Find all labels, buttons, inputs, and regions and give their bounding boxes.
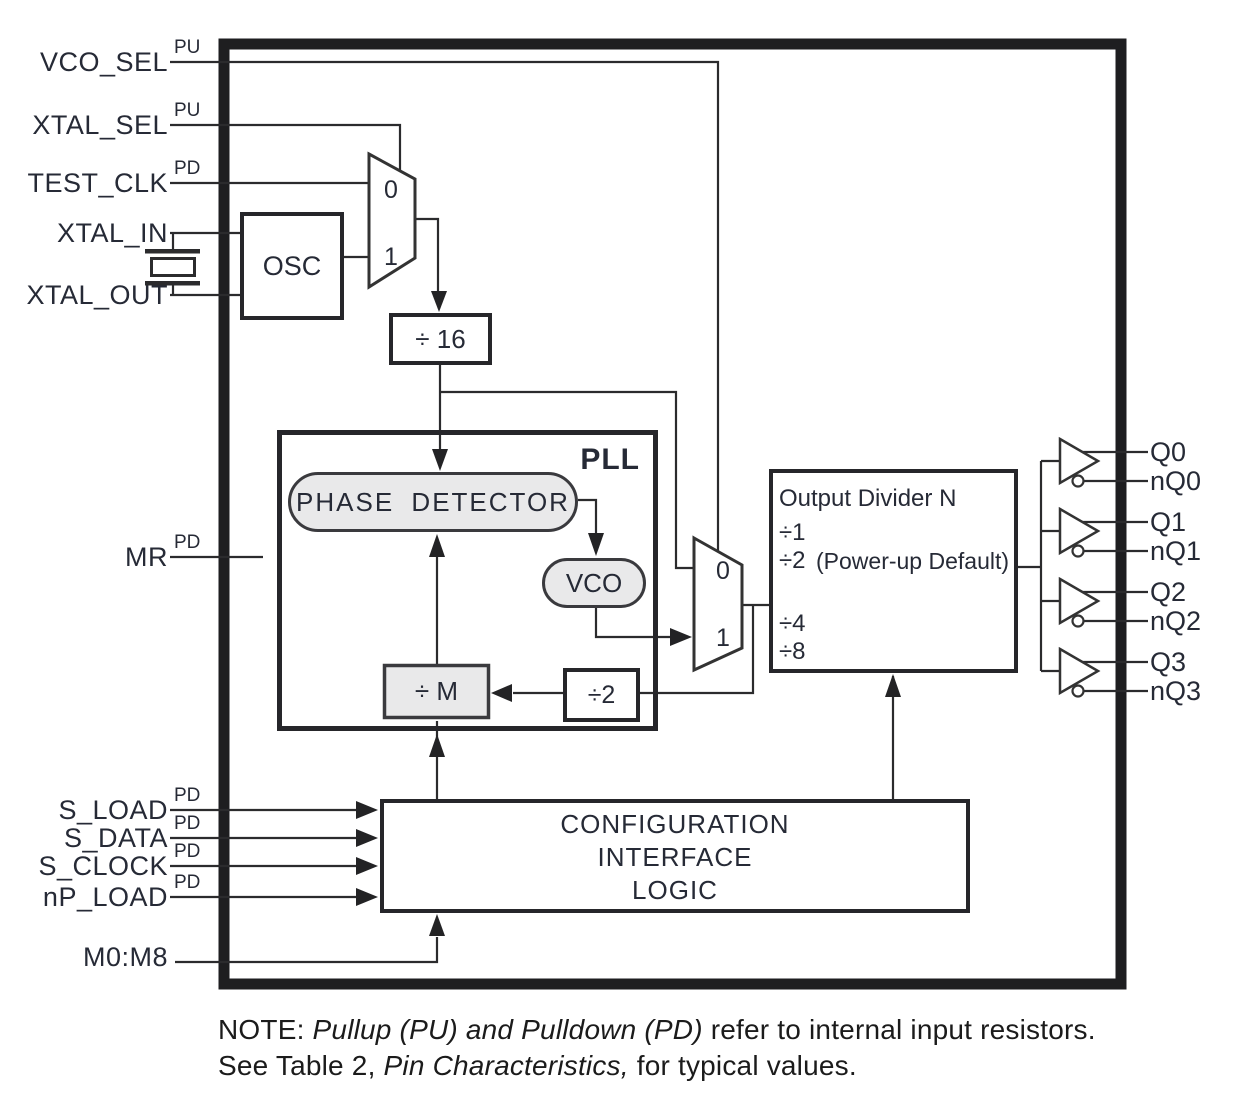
config-line2: INTERFACE — [597, 842, 753, 872]
wires — [170, 60, 1148, 964]
divm-label: ÷ M — [414, 676, 459, 706]
output-buffer-1 — [1058, 506, 1101, 556]
mux2-input0-label: 0 — [716, 557, 730, 585]
wire-vco-sel — [170, 60, 720, 552]
nq2-label: nQ2 — [1150, 606, 1202, 636]
output-buffers — [1058, 436, 1101, 698]
pin-label-s-load: S_LOAD — [58, 795, 168, 825]
output-buffer-2 — [1058, 576, 1101, 626]
output-divider-div1: ÷1 — [779, 519, 806, 546]
pin-resistor-s-data: PD — [174, 813, 201, 834]
crystal-icon — [145, 249, 200, 286]
config-interface-block — [380, 799, 970, 913]
phase-detector-block — [288, 472, 578, 532]
pll-label: PLL — [580, 443, 640, 476]
nq3-label: nQ3 — [1150, 676, 1202, 706]
pin-resistor-vco-sel: PU — [174, 37, 201, 58]
note-line-2: See Table 2, Pin Characteristics, for ty… — [218, 1050, 857, 1081]
wire-nq-outputs — [1084, 479, 1148, 693]
note-line-1: NOTE: Pullup (PU) and Pulldown (PD) refe… — [218, 1014, 1096, 1045]
pin-label-vco-sel: VCO_SEL — [39, 47, 168, 77]
mux1-input1-label: 1 — [384, 243, 398, 271]
wire-buffer-inputs — [1041, 459, 1060, 673]
output-divider-div8: ÷8 — [779, 638, 806, 665]
config-line1: CONFIGURATION — [560, 809, 790, 839]
chip-boundary — [218, 38, 1127, 990]
pin-label-s-clock: S_CLOCK — [38, 851, 168, 881]
wire-div16-to-mux2 — [440, 390, 694, 570]
q0-label: Q0 — [1150, 437, 1187, 467]
osc-label: OSC — [262, 250, 322, 281]
pin-resistor-s-load: PD — [174, 785, 201, 806]
pin-label-xtal-out: XTAL_OUT — [26, 280, 168, 310]
arrowheads — [356, 291, 901, 936]
mux1-input0-label: 0 — [384, 176, 398, 204]
mux2-input1-label: 1 — [716, 624, 730, 652]
pin-label-mr: MR — [125, 542, 168, 572]
divm-block — [382, 663, 491, 720]
output-divider-default-note: (Power-up Default) — [816, 548, 1010, 574]
pin-label-np-load: nP_LOAD — [42, 882, 168, 912]
output-divider-block — [769, 469, 1018, 673]
config-interface-label: CONFIGURATION INTERFACE LOGIC — [382, 808, 968, 907]
inverter-bubble-3 — [1071, 684, 1085, 698]
wire-phase-detector-to-vco — [578, 498, 598, 534]
q3-label: Q3 — [1150, 647, 1187, 677]
pin-resistor-s-clock: PD — [174, 841, 201, 862]
pll-block — [277, 430, 658, 731]
output-divider-div2: ÷2 — [779, 547, 806, 574]
pin-label-m0-m8: M0:M8 — [82, 942, 168, 972]
pin-resistor-np-load: PD — [174, 872, 201, 893]
wire-q-outputs — [1082, 450, 1148, 664]
wire-vco-to-mux2 — [594, 608, 671, 639]
div16-block — [389, 313, 492, 365]
vco-label: VCO — [565, 567, 623, 598]
phase-detector-label: PHASE DETECTOR — [296, 486, 570, 517]
pin-resistor-test-clk: PD — [174, 158, 201, 179]
q2-label: Q2 — [1150, 577, 1187, 607]
pin-label-test-clk: TEST_CLK — [27, 168, 168, 198]
wire-mux1-to-div16 — [415, 217, 440, 292]
config-line3: LOGIC — [632, 875, 718, 905]
wire-feedback-to-div2 — [640, 605, 755, 695]
note-text: NOTE: Pullup (PU) and Pulldown (PD) refe… — [218, 1012, 1128, 1084]
div2-block — [563, 668, 640, 722]
inverter-bubble-0 — [1071, 474, 1085, 488]
output-divider-div4: ÷4 — [779, 610, 806, 637]
pin-resistor-mr: PD — [174, 532, 201, 553]
nq0-label: nQ0 — [1150, 466, 1202, 496]
clock-source-mux — [367, 151, 417, 290]
inverter-bubble-2 — [1071, 614, 1085, 628]
wire-xtal-sel — [170, 123, 402, 170]
q1-label: Q1 — [1150, 507, 1187, 537]
vco-bypass-mux — [692, 535, 744, 673]
osc-block — [240, 212, 344, 320]
nq1-label: nQ1 — [1150, 536, 1202, 566]
inverter-bubble-1 — [1071, 544, 1085, 558]
div2-label: ÷2 — [587, 680, 616, 709]
output-divider-title: Output Divider N — [779, 485, 957, 512]
output-buffer-0 — [1058, 436, 1101, 486]
pin-resistor-xtal-sel: PU — [174, 100, 201, 121]
output-buffer-3 — [1058, 646, 1101, 696]
vco-block — [542, 558, 646, 608]
div16-label: ÷ 16 — [415, 323, 466, 354]
pin-label-s-data: S_DATA — [63, 823, 168, 853]
wire-m0m8 — [175, 937, 439, 964]
pin-label-xtal-in: XTAL_IN — [56, 218, 168, 248]
pin-label-xtal-sel: XTAL_SEL — [32, 110, 168, 140]
